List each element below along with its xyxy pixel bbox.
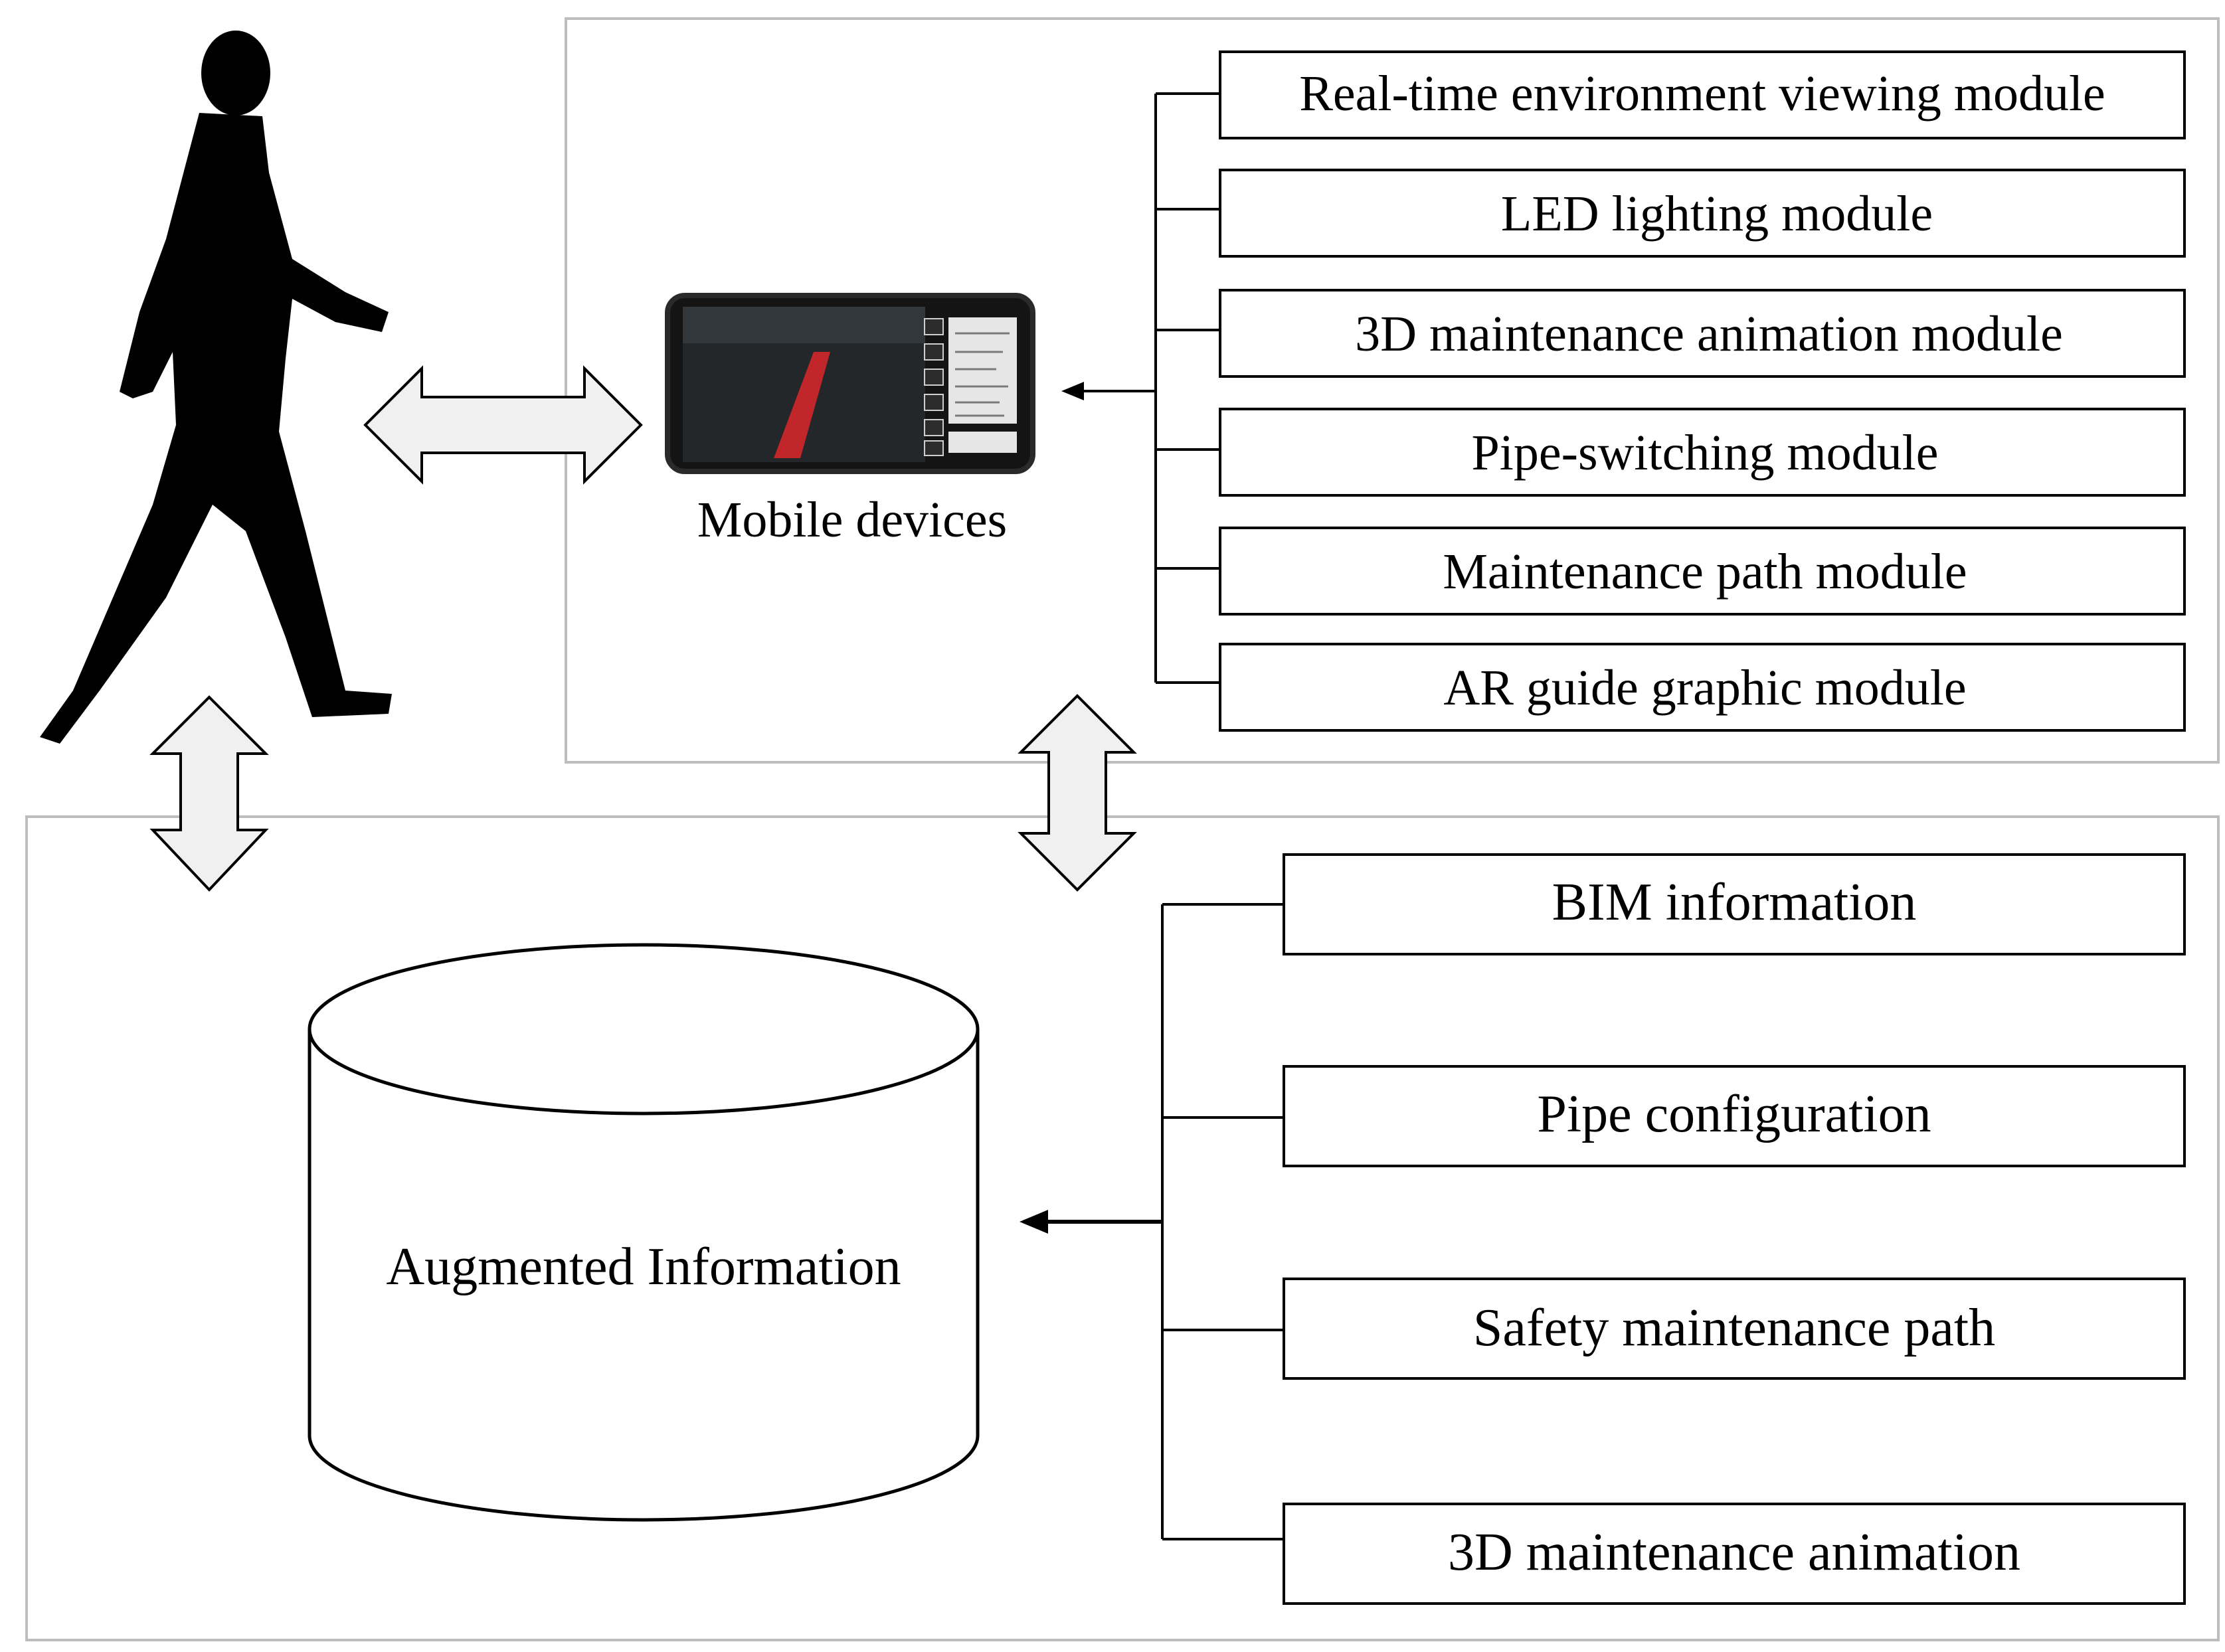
screen-button bbox=[924, 343, 944, 361]
screen-button bbox=[924, 419, 944, 436]
module-label: Maintenance path module bbox=[1443, 544, 1967, 600]
screen-button bbox=[924, 369, 944, 386]
info-label: 3D maintenance animation bbox=[1448, 1523, 2020, 1582]
panels-double-arrow bbox=[1018, 694, 1137, 892]
module-box: Pipe-switching module bbox=[1219, 408, 2186, 497]
info-box: Pipe configuration bbox=[1283, 1065, 2186, 1167]
person-info-double-arrow bbox=[149, 695, 269, 892]
walking-person-icon bbox=[40, 31, 392, 744]
database-label: Augmented Information bbox=[386, 1238, 901, 1296]
augmented-info-panel bbox=[25, 815, 2220, 1641]
module-label: Pipe-switching module bbox=[1472, 425, 1939, 481]
mobile-device-image bbox=[665, 293, 1035, 474]
module-label: LED lighting module bbox=[1501, 186, 1933, 242]
database-cylinder bbox=[308, 943, 980, 1522]
module-label: AR guide graphic module bbox=[1443, 660, 1966, 716]
module-connectors bbox=[1061, 92, 1220, 684]
module-box: Real-time environment viewing module bbox=[1219, 50, 2186, 139]
mobile-modules-panel bbox=[565, 17, 2220, 764]
info-label: Safety maintenance path bbox=[1473, 1299, 1995, 1357]
person-device-double-arrow bbox=[363, 365, 643, 485]
screen-button bbox=[924, 318, 944, 335]
info-label: Pipe configuration bbox=[1537, 1085, 1931, 1143]
module-label: Real-time environment viewing module bbox=[1299, 66, 2105, 122]
info-box: BIM information bbox=[1283, 853, 2186, 955]
module-box: 3D maintenance animation module bbox=[1219, 289, 2186, 378]
info-box: 3D maintenance animation bbox=[1283, 1503, 2186, 1605]
module-box: AR guide graphic module bbox=[1219, 643, 2186, 732]
screen-button bbox=[924, 440, 944, 456]
module-box: Maintenance path module bbox=[1219, 527, 2186, 616]
device-caption: Mobile devices bbox=[697, 492, 1007, 548]
screen-info-panel bbox=[948, 317, 1017, 424]
info-box: Safety maintenance path bbox=[1283, 1278, 2186, 1380]
info-label: BIM information bbox=[1552, 873, 1917, 932]
module-label: 3D maintenance animation module bbox=[1355, 306, 2063, 362]
info-connectors bbox=[1020, 903, 1284, 1540]
module-box: LED lighting module bbox=[1219, 169, 2186, 258]
screen-button bbox=[924, 394, 944, 411]
